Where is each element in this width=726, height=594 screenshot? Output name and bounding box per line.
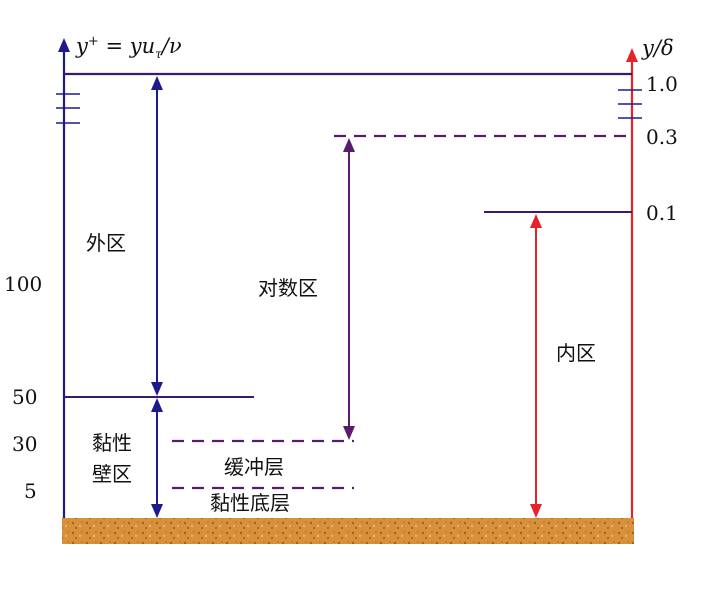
right-axis-arrowhead bbox=[626, 48, 638, 62]
right-tick-0.1: 0.1 bbox=[646, 201, 678, 225]
right-axis-label: y/δ bbox=[641, 36, 674, 60]
viscous-wall-label-line2: 壁区 bbox=[92, 462, 132, 486]
left-tick-100: 100 bbox=[4, 272, 42, 296]
left-tick-5: 5 bbox=[24, 479, 37, 503]
log-region-arrowhead-bottom bbox=[343, 426, 355, 440]
left-axis-label: y+ = yuτ/ν bbox=[75, 34, 182, 61]
inner-region-arrowhead-top bbox=[530, 214, 542, 228]
viscous-wall-label-line1: 黏性 bbox=[92, 431, 132, 455]
wall-ground bbox=[62, 518, 634, 544]
viscous-wall-arrowhead-top bbox=[151, 398, 163, 412]
viscous-sublayer-label: 黏性底层 bbox=[210, 491, 290, 515]
inner-region-arrowhead-bottom bbox=[530, 504, 542, 518]
left-tick-50: 50 bbox=[12, 385, 37, 409]
buffer-layer-label: 缓冲层 bbox=[224, 455, 284, 479]
log-region-arrowhead-top bbox=[343, 138, 355, 152]
right-tick-0.3: 0.3 bbox=[646, 125, 678, 149]
inner-region-label: 内区 bbox=[556, 341, 596, 365]
left-tick-30: 30 bbox=[12, 432, 37, 456]
outer-region-arrowhead-bottom bbox=[151, 382, 163, 396]
right-tick-1.0: 1.0 bbox=[646, 72, 678, 96]
outer-region-arrowhead-top bbox=[151, 76, 163, 90]
left-axis-arrowhead bbox=[58, 38, 70, 52]
outer-region-label: 外区 bbox=[86, 231, 126, 255]
log-region-label: 对数区 bbox=[258, 276, 318, 300]
viscous-wall-arrowhead-bottom bbox=[151, 504, 163, 518]
